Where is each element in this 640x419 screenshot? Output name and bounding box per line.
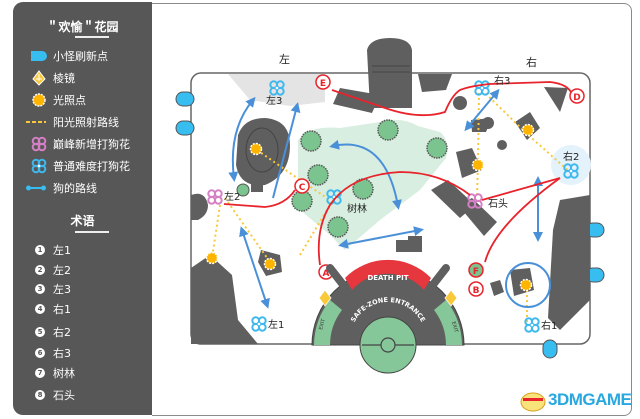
term-label: 树林 [53, 367, 75, 380]
sunlight-point-icon [31, 92, 47, 108]
watermark: 3DMGAME [518, 388, 632, 412]
term-item: 8 石头 [35, 388, 75, 402]
legend-item-label: 普通难度打狗花 [53, 160, 130, 173]
term-number-badge: 6 [35, 348, 45, 358]
svg-text:F: F [473, 267, 479, 277]
label-right3: 右3 [494, 74, 510, 87]
legend-item-sunlight-path: 阳光照射路线 [25, 114, 119, 130]
term-label: 左2 [53, 264, 71, 277]
svg-text:E: E [320, 79, 326, 89]
label-right1: 右1 [541, 319, 557, 332]
term-item: 4 右1 [35, 302, 71, 316]
svg-text:B: B [473, 286, 480, 296]
legend-panel: ＂欢愉＂花园 小怪刷新点 棱镜 光照点 阳光照射路线 巅峰新增打狗花 普通 [13, 2, 152, 415]
legend-item-label: 光照点 [53, 94, 86, 107]
term-number-badge: 8 [35, 390, 45, 400]
legend-title: ＂欢愉＂花园 [46, 20, 119, 34]
marker-e: E [315, 74, 331, 90]
dog-route-icon [25, 180, 47, 196]
route-markers: E D C A F B [294, 74, 585, 297]
legend-item-sunlight-point: 光照点 [31, 92, 86, 108]
label-right2: 右2 [563, 150, 579, 163]
legend-item-monster-spawn: 小怪刷新点 [31, 48, 108, 64]
terms-title: 术语 [70, 214, 95, 228]
legend-item-label: 狗的路线 [53, 182, 97, 195]
term-label: 左3 [53, 283, 71, 296]
label-forest: 树林 [347, 202, 367, 215]
label-left1: 左1 [268, 318, 284, 331]
exit-right-label: EXIT [450, 321, 459, 334]
term-number-badge: 2 [35, 265, 45, 275]
label-left2: 左2 [224, 190, 240, 203]
term-label: 左1 [53, 244, 71, 257]
term-number-badge: 7 [35, 368, 45, 378]
term-item: 3 左3 [35, 282, 71, 296]
term-label: 右3 [53, 347, 71, 360]
prism-icon [31, 70, 47, 86]
prism-right [444, 289, 458, 307]
term-item: 2 左2 [35, 263, 71, 277]
watermark-text: 3DMGAME [548, 390, 632, 409]
marker-b: B [468, 281, 484, 297]
map-canvas: 左 右 [175, 38, 605, 374]
legend-title-underline [75, 36, 109, 38]
peak-extra-dog-flower-icon [31, 136, 47, 152]
exit-left [314, 300, 342, 345]
legend-item-label: 棱镜 [53, 72, 75, 85]
legend-item-label: 小怪刷新点 [53, 50, 108, 63]
prism-left [318, 289, 332, 307]
sunlight-path-icon [25, 114, 47, 130]
term-number-badge: 3 [35, 284, 45, 294]
death-pit [345, 259, 431, 290]
death-pit-label: DEATH PIT [367, 274, 408, 282]
legend-item-normal-flower: 普通难度打狗花 [31, 158, 130, 174]
svg-text:A: A [323, 269, 330, 279]
dog-routes [228, 88, 551, 309]
term-item: 6 右3 [35, 346, 71, 360]
safe-zone-entrance: DEATH PIT EXIT EXIT SAFE-ZONE ENTRANCE [311, 259, 465, 374]
mascot-icon [520, 392, 546, 412]
marker-f: F [468, 262, 484, 278]
monster-spawn-icon [31, 48, 47, 64]
side-label-right: 右 [526, 55, 537, 69]
legend-item-label: 巅峰新增打狗花 [53, 138, 130, 151]
term-label: 石头 [53, 389, 75, 402]
legend-item-peak-flower: 巅峰新增打狗花 [31, 136, 130, 152]
side-label-left: 左 [279, 53, 290, 66]
legend-item-prism: 棱镜 [31, 70, 75, 86]
terms-title-underline [75, 231, 109, 233]
exit-left-label: EXIT [318, 317, 327, 330]
monster-spawn-points [175, 91, 605, 359]
term-label: 右1 [53, 303, 71, 316]
svg-text:D: D [573, 93, 580, 103]
legend-item-dog-route: 狗的路线 [25, 180, 97, 196]
term-number-badge: 1 [35, 245, 45, 255]
marker-d: D [569, 88, 585, 104]
red-routes [223, 81, 573, 266]
term-item: 7 树林 [35, 366, 75, 380]
term-label: 右2 [53, 326, 71, 339]
marker-c: C [294, 178, 310, 194]
normal-dog-flower-icon [31, 158, 47, 174]
label-rock: 石头 [488, 198, 508, 210]
trees [236, 119, 448, 238]
term-number-badge: 4 [35, 304, 45, 314]
exit-right [434, 300, 462, 345]
term-item: 1 左1 [35, 243, 71, 257]
legend-item-label: 阳光照射路线 [53, 116, 119, 129]
term-number-badge: 5 [35, 327, 45, 337]
svg-text:C: C [299, 183, 306, 193]
term-item: 5 右2 [35, 325, 71, 339]
label-left3: 左3 [266, 94, 282, 107]
